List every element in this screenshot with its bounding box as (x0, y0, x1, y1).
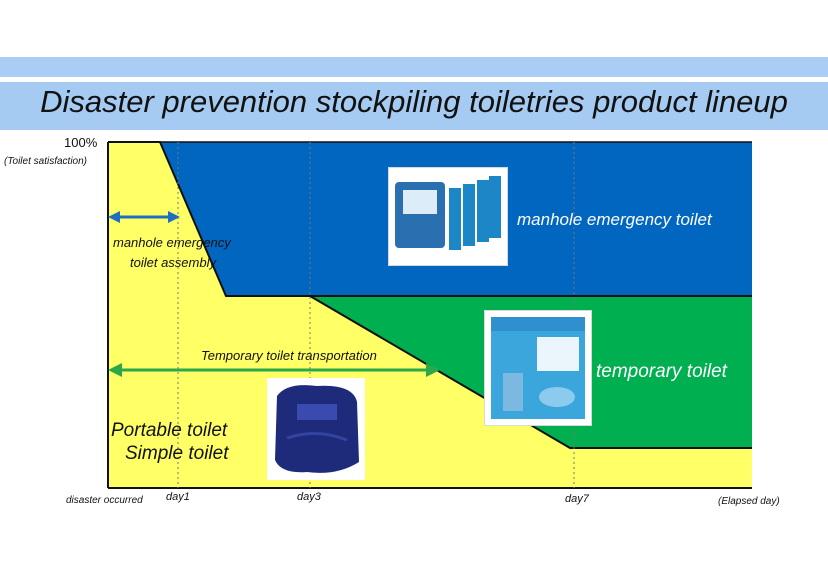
title-band (0, 82, 828, 130)
green-boundary-line (309, 295, 752, 449)
assembly-arrow-head-left (108, 211, 120, 223)
y-axis-unit-label: (Toilet satisfaction) (4, 156, 87, 167)
x-tick-day7: day7 (565, 493, 589, 505)
portable-toilet-label: Portable toilet (111, 420, 228, 441)
simple-toilet-label: Simple toilet (125, 443, 229, 464)
x-axis-origin-label: disaster occurred (66, 495, 143, 506)
header-band-top (0, 57, 828, 77)
assembly-label-line1: manhole emergency (113, 235, 231, 250)
transport-label: Temporary toilet transportation (201, 348, 377, 363)
assembly-label-line2: toilet assembly (130, 255, 216, 270)
x-tick-day3: day3 (297, 491, 321, 503)
transport-arrow-head-left (108, 363, 122, 377)
y-axis-top-label: 100% (64, 135, 98, 150)
transport-arrow-head-right (426, 363, 440, 377)
manhole-toilet-label: manhole emergency toilet (517, 210, 712, 229)
page-title: Disaster prevention stockpiling toiletri… (40, 84, 788, 119)
x-axis-unit-label: (Elapsed day) (718, 496, 780, 507)
portable-toilet-bag-image (267, 378, 365, 480)
temporary-toilet-label: temporary toilet (596, 361, 727, 382)
temporary-toilet-box-image (484, 310, 592, 426)
manhole-toilet-pack-image (388, 167, 508, 266)
x-tick-day1: day1 (166, 491, 190, 503)
assembly-arrow-head-right (168, 211, 180, 223)
